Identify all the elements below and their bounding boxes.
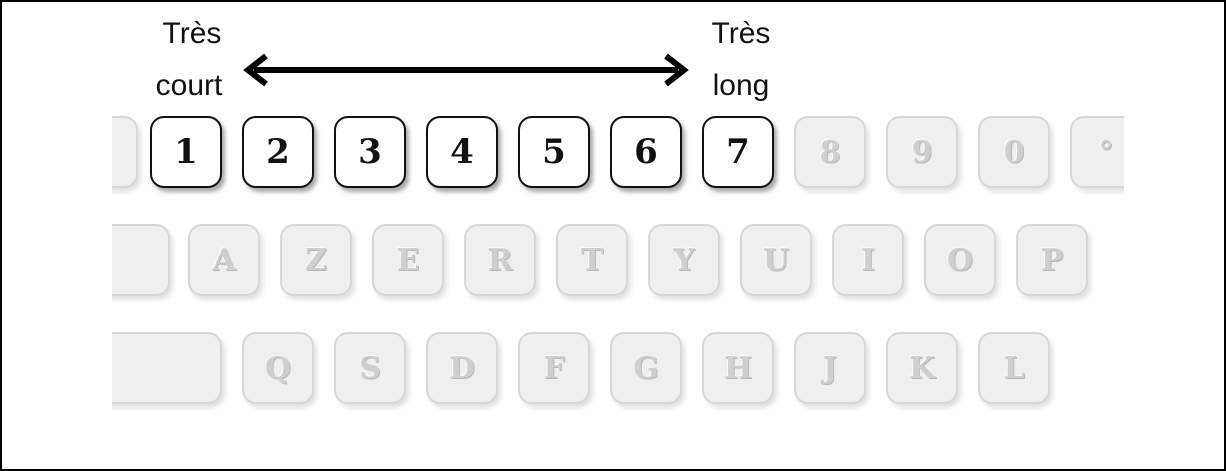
key-g: G [610,332,682,404]
key-d: D [426,332,498,404]
key-4: 4 [426,116,498,188]
label-tres-court-line2: court [155,69,223,102]
double-headed-arrow-icon [243,53,689,87]
key-3: 3 [334,116,406,188]
key-6: 6 [610,116,682,188]
key-z: Z [280,224,352,296]
key-degree: ° [1070,116,1124,188]
key-a: A [188,224,260,296]
key-q: Q [242,332,314,404]
key-7: 7 [702,116,774,188]
key-top-letter-row-modifier [112,224,170,296]
key-2: 2 [242,116,314,188]
key-8: 8 [794,116,866,188]
key-l: L [978,332,1050,404]
key-y: Y [648,224,720,296]
key-number-row-modifier [112,116,138,188]
label-tres-long-line1: Très [711,17,771,50]
key-e: E [372,224,444,296]
key-j: J [794,332,866,404]
key-9: 9 [886,116,958,188]
key-0: 0 [978,116,1050,188]
key-k: K [886,332,958,404]
key-i: I [832,224,904,296]
key-h: H [702,332,774,404]
key-u: U [740,224,812,296]
key-f: F [518,332,590,404]
key-home-letter-row-modifier [112,332,222,404]
key-o: O [924,224,996,296]
key-p: P [1016,224,1088,296]
key-5: 5 [518,116,590,188]
label-tres-court-line1: Très [162,17,222,50]
key-r: R [464,224,536,296]
label-tres-long-line2: long [712,69,770,102]
key-s: S [334,332,406,404]
key-t: T [556,224,628,296]
key-1: 1 [150,116,222,188]
